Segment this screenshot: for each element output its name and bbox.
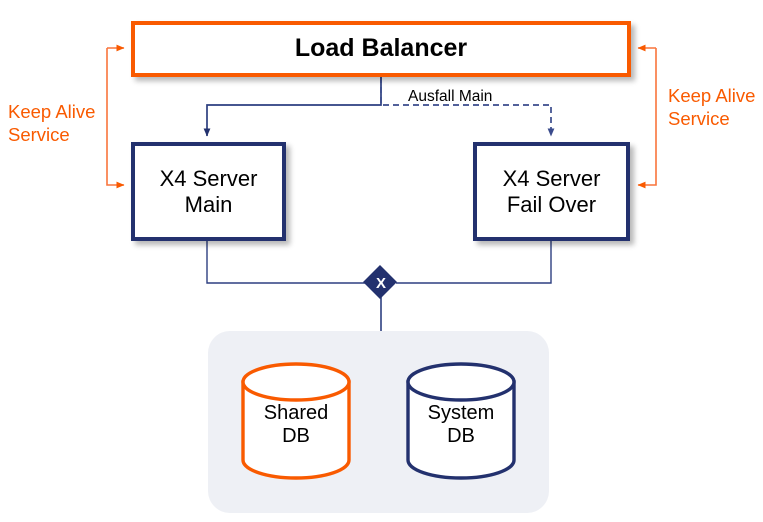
- database-cylinder-icon: [241, 362, 351, 480]
- edge-keepalive-left: [106, 44, 125, 189]
- x4-server-failover-node[interactable]: X4 Server Fail Over: [473, 142, 630, 241]
- shared-db-label: Shared DB: [263, 402, 329, 447]
- diamond-label: X: [375, 274, 386, 292]
- edge-main-to-bus: [206, 241, 366, 284]
- edge-lb-to-main: [203, 77, 382, 137]
- keep-alive-service-label-right: Keep Alive Service: [668, 85, 756, 130]
- split-junction-diamond: X: [363, 265, 398, 300]
- edge-failover-to-bus: [396, 241, 552, 284]
- system-db-label: System DB: [427, 402, 495, 447]
- load-balancer-label: Load Balancer: [294, 34, 468, 63]
- system-db-node[interactable]: System DB: [402, 362, 520, 480]
- x4-server-main-node[interactable]: X4 Server Main: [131, 142, 286, 241]
- database-cylinder-icon: [406, 362, 516, 480]
- ausfall-main-label: Ausfall Main: [408, 88, 493, 105]
- x4-server-main-label: X4 Server Main: [159, 165, 258, 217]
- edge-keepalive-right: [637, 44, 657, 189]
- load-balancer-node[interactable]: Load Balancer: [131, 21, 631, 77]
- edge-lb-to-failover-dashed: [380, 77, 555, 137]
- shared-db-node[interactable]: Shared DB: [237, 362, 355, 480]
- x4-server-failover-label: X4 Server Fail Over: [502, 165, 601, 217]
- keep-alive-service-label-left: Keep Alive Service: [8, 101, 96, 146]
